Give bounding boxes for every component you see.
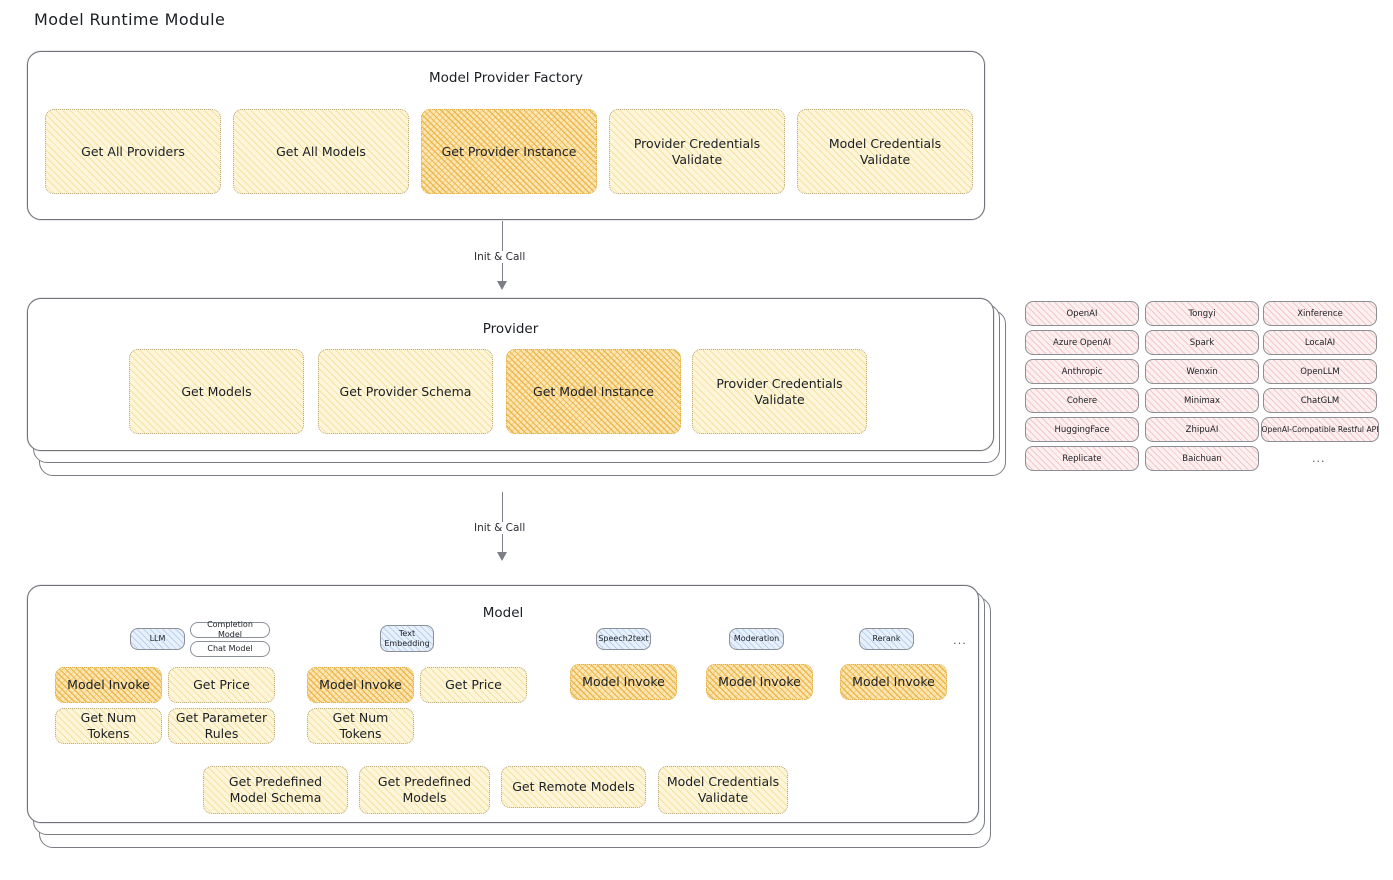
- model-op-llm-get-num-tokens[interactable]: Get Num Tokens: [55, 708, 162, 744]
- arrow-provider-to-model-label: Init & Call: [470, 522, 530, 534]
- model-subtype-chat-model[interactable]: Chat Model: [190, 641, 270, 657]
- model-op-text-embedding-model-invoke[interactable]: Model Invoke: [307, 667, 414, 703]
- provider-chip-openllm[interactable]: OpenLLM: [1263, 359, 1377, 384]
- provider-node-get-model-instance[interactable]: Get Model Instance: [506, 349, 681, 434]
- factory-node-model-credentials-validate[interactable]: Model Credentials Validate: [797, 109, 973, 194]
- provider-panel: Provider Get Models Get Provider Schema …: [27, 298, 994, 451]
- factory-node-get-all-models[interactable]: Get All Models: [233, 109, 409, 194]
- provider-chip-anthropic[interactable]: Anthropic: [1025, 359, 1139, 384]
- model-type-rerank[interactable]: Rerank: [859, 628, 914, 650]
- model-op-speech2text-model-invoke[interactable]: Model Invoke: [570, 664, 677, 700]
- arrow-factory-to-provider-head: [497, 281, 507, 290]
- model-types-ellipsis: ...: [953, 634, 968, 647]
- model-common-op-get-predefined-model-schema[interactable]: Get Predefined Model Schema: [203, 766, 348, 814]
- provider-chip-replicate[interactable]: Replicate: [1025, 446, 1139, 471]
- model-title: Model: [482, 605, 524, 621]
- provider-node-get-provider-schema[interactable]: Get Provider Schema: [318, 349, 493, 434]
- provider-chip-openai[interactable]: OpenAI: [1025, 301, 1139, 326]
- model-op-llm-get-price[interactable]: Get Price: [168, 667, 275, 703]
- page-title: Model Runtime Module: [34, 10, 226, 29]
- model-common-op-get-remote-models[interactable]: Get Remote Models: [501, 766, 646, 808]
- model-type-llm[interactable]: LLM: [130, 628, 185, 650]
- model-type-text-embedding[interactable]: Text Embedding: [380, 625, 434, 652]
- factory-node-get-provider-instance[interactable]: Get Provider Instance: [421, 109, 597, 194]
- provider-chip-tongyi[interactable]: Tongyi: [1145, 301, 1259, 326]
- provider-list-ellipsis: ...: [1312, 452, 1326, 465]
- provider-chip-wenxin[interactable]: Wenxin: [1145, 359, 1259, 384]
- provider-chip-azure-openai[interactable]: Azure OpenAI: [1025, 330, 1139, 355]
- model-op-llm-get-parameter-rules[interactable]: Get Parameter Rules: [168, 708, 275, 744]
- model-op-moderation-model-invoke[interactable]: Model Invoke: [706, 664, 813, 700]
- factory-node-get-all-providers[interactable]: Get All Providers: [45, 109, 221, 194]
- provider-chip-localai[interactable]: LocalAI: [1263, 330, 1377, 355]
- model-op-rerank-model-invoke[interactable]: Model Invoke: [840, 664, 947, 700]
- provider-chip-cohere[interactable]: Cohere: [1025, 388, 1139, 413]
- provider-chip-zhipuai[interactable]: ZhipuAI: [1145, 417, 1259, 442]
- provider-chip-openai-compatible-restful-api[interactable]: OpenAI-Compatible Restful API: [1261, 417, 1379, 442]
- model-common-op-model-credentials-validate[interactable]: Model Credentials Validate: [658, 766, 788, 814]
- provider-chip-minimax[interactable]: Minimax: [1145, 388, 1259, 413]
- model-subtype-completion-model[interactable]: Completion Model: [190, 620, 270, 639]
- provider-chip-chatglm[interactable]: ChatGLM: [1263, 388, 1377, 413]
- arrow-provider-to-model-head: [497, 552, 507, 561]
- model-op-text-embedding-get-price[interactable]: Get Price: [420, 667, 527, 703]
- factory-node-provider-credentials-validate[interactable]: Provider Credentials Validate: [609, 109, 785, 194]
- provider-node-get-models[interactable]: Get Models: [129, 349, 304, 434]
- model-provider-factory-title: Model Provider Factory: [428, 70, 583, 86]
- provider-chip-baichuan[interactable]: Baichuan: [1145, 446, 1259, 471]
- provider-chip-xinference[interactable]: Xinference: [1263, 301, 1377, 326]
- provider-chip-spark[interactable]: Spark: [1145, 330, 1259, 355]
- model-op-text-embedding-get-num-tokens[interactable]: Get Num Tokens: [307, 708, 414, 744]
- provider-node-provider-credentials-validate[interactable]: Provider Credentials Validate: [692, 349, 867, 434]
- model-op-llm-model-invoke[interactable]: Model Invoke: [55, 667, 162, 703]
- arrow-factory-to-provider-label: Init & Call: [470, 251, 530, 263]
- provider-chip-huggingface[interactable]: HuggingFace: [1025, 417, 1139, 442]
- model-common-op-get-predefined-models[interactable]: Get Predefined Models: [359, 766, 490, 814]
- model-type-speech2text[interactable]: Speech2text: [596, 628, 651, 650]
- provider-title: Provider: [482, 321, 539, 337]
- model-panel: Model LLM Completion Model Chat Model Mo…: [27, 585, 979, 823]
- model-type-moderation[interactable]: Moderation: [729, 628, 784, 650]
- model-provider-factory-panel: Model Provider Factory Get All Providers…: [27, 51, 985, 220]
